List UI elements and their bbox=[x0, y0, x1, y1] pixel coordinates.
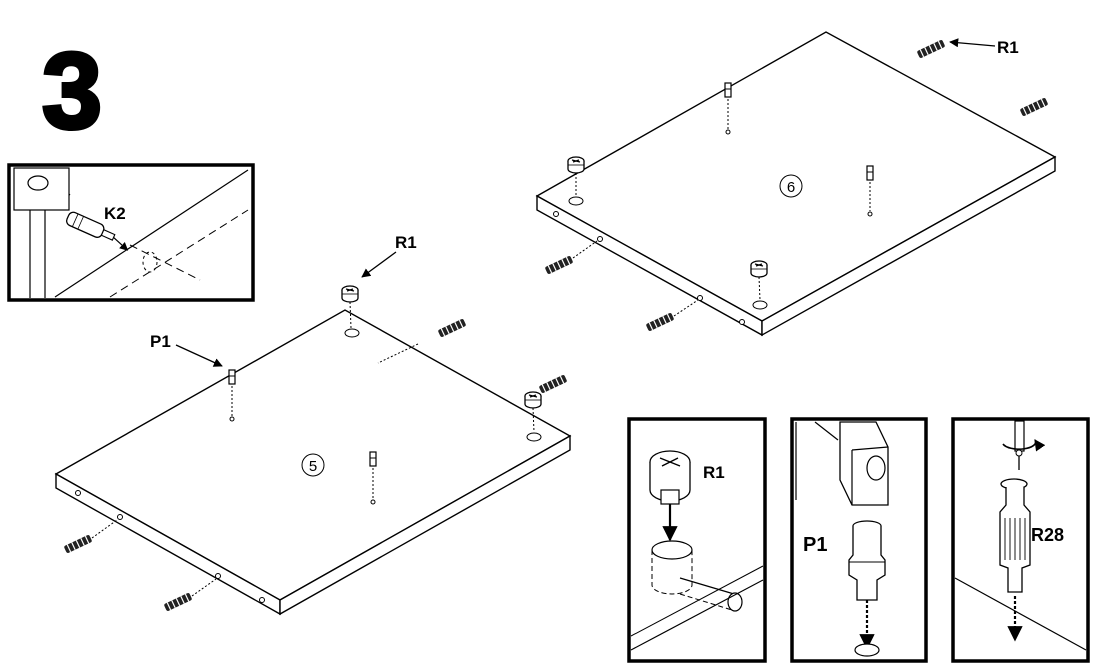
detail-r28-label: R28 bbox=[1031, 525, 1064, 545]
detail-p1-box: P1 bbox=[790, 417, 928, 663]
cam-label-top: R1 bbox=[997, 38, 1019, 57]
panel-6-marker: 6 bbox=[787, 179, 795, 196]
tool-label: K2 bbox=[104, 204, 126, 223]
callout-r1-top: R1 bbox=[949, 38, 1019, 57]
panel-5-marker: 5 bbox=[309, 458, 317, 475]
step-number: 3 bbox=[42, 30, 102, 151]
panel-5: 5 bbox=[54, 285, 572, 616]
callout-r1-main: R1 bbox=[361, 233, 417, 278]
dowel-label-main: P1 bbox=[150, 332, 171, 351]
callout-p1-main: P1 bbox=[150, 332, 223, 367]
panel-6: 6 bbox=[535, 31, 1057, 337]
cam-label-main: R1 bbox=[395, 233, 417, 252]
detail-r1-box: R1 bbox=[627, 417, 767, 663]
detail-r28-box: R28 bbox=[951, 417, 1090, 663]
detail-k2-box: K2 bbox=[7, 163, 255, 302]
detail-p1-label: P1 bbox=[803, 534, 827, 556]
detail-r1-label: R1 bbox=[703, 463, 725, 482]
